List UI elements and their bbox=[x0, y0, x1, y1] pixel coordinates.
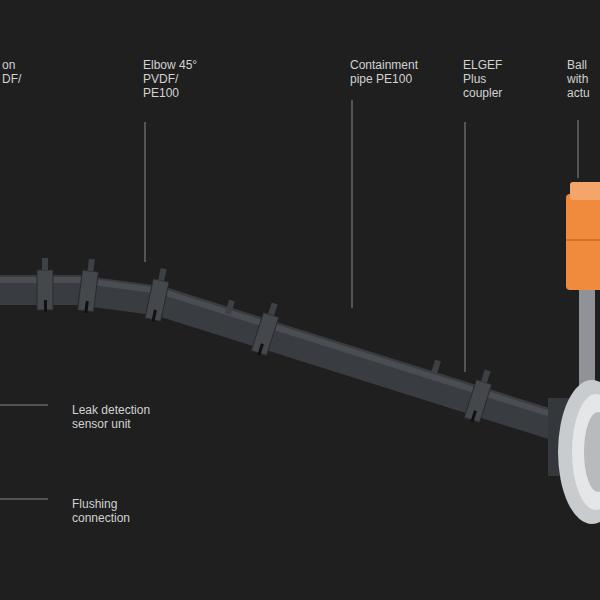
coupler-clip bbox=[257, 343, 263, 355]
coupler-pin bbox=[42, 258, 48, 270]
coupler-clip bbox=[84, 301, 88, 313]
coupler-band bbox=[464, 380, 491, 423]
part-label: Ball with actu bbox=[567, 58, 598, 100]
coupler-pin bbox=[87, 259, 94, 272]
leader-line bbox=[0, 405, 48, 406]
coupler-pin bbox=[481, 370, 490, 383]
leader-line bbox=[0, 499, 48, 500]
union-nut-ring bbox=[584, 412, 600, 492]
coupler-pin bbox=[158, 268, 166, 281]
part-label: ELGEF Plus coupler bbox=[463, 58, 513, 100]
leader-lines bbox=[0, 100, 578, 499]
part-label: Elbow 45° PVDF/ PE100 bbox=[143, 58, 207, 100]
coupler-clip bbox=[44, 300, 47, 312]
sensor-pin bbox=[431, 360, 441, 375]
leader-line bbox=[465, 122, 466, 372]
actuator-seam bbox=[566, 239, 600, 241]
sensor-pin bbox=[225, 300, 235, 315]
coupler-clip bbox=[151, 310, 156, 322]
coupler bbox=[251, 301, 283, 357]
leader-line bbox=[578, 120, 579, 178]
union-nut bbox=[558, 380, 600, 524]
union-nut-face bbox=[572, 394, 600, 510]
coupler bbox=[145, 267, 172, 323]
part-label: Containment pipe PE100 bbox=[350, 58, 432, 86]
valve-stem bbox=[579, 286, 595, 386]
coupler-band bbox=[251, 313, 278, 356]
part-label: Leak detection sensor unit bbox=[72, 403, 164, 431]
leader-line bbox=[352, 100, 353, 308]
coupler-clip bbox=[470, 410, 476, 422]
coupler-pin bbox=[268, 303, 277, 316]
leader-line bbox=[145, 122, 146, 262]
coupler bbox=[77, 258, 99, 314]
part-label: Flushing connection bbox=[72, 497, 140, 525]
actuator bbox=[566, 194, 600, 290]
coupler bbox=[37, 258, 53, 312]
actuator-top bbox=[570, 182, 600, 200]
coupler bbox=[464, 368, 496, 424]
coupler-band bbox=[145, 279, 169, 321]
part-label: on DF/ bbox=[2, 58, 28, 86]
